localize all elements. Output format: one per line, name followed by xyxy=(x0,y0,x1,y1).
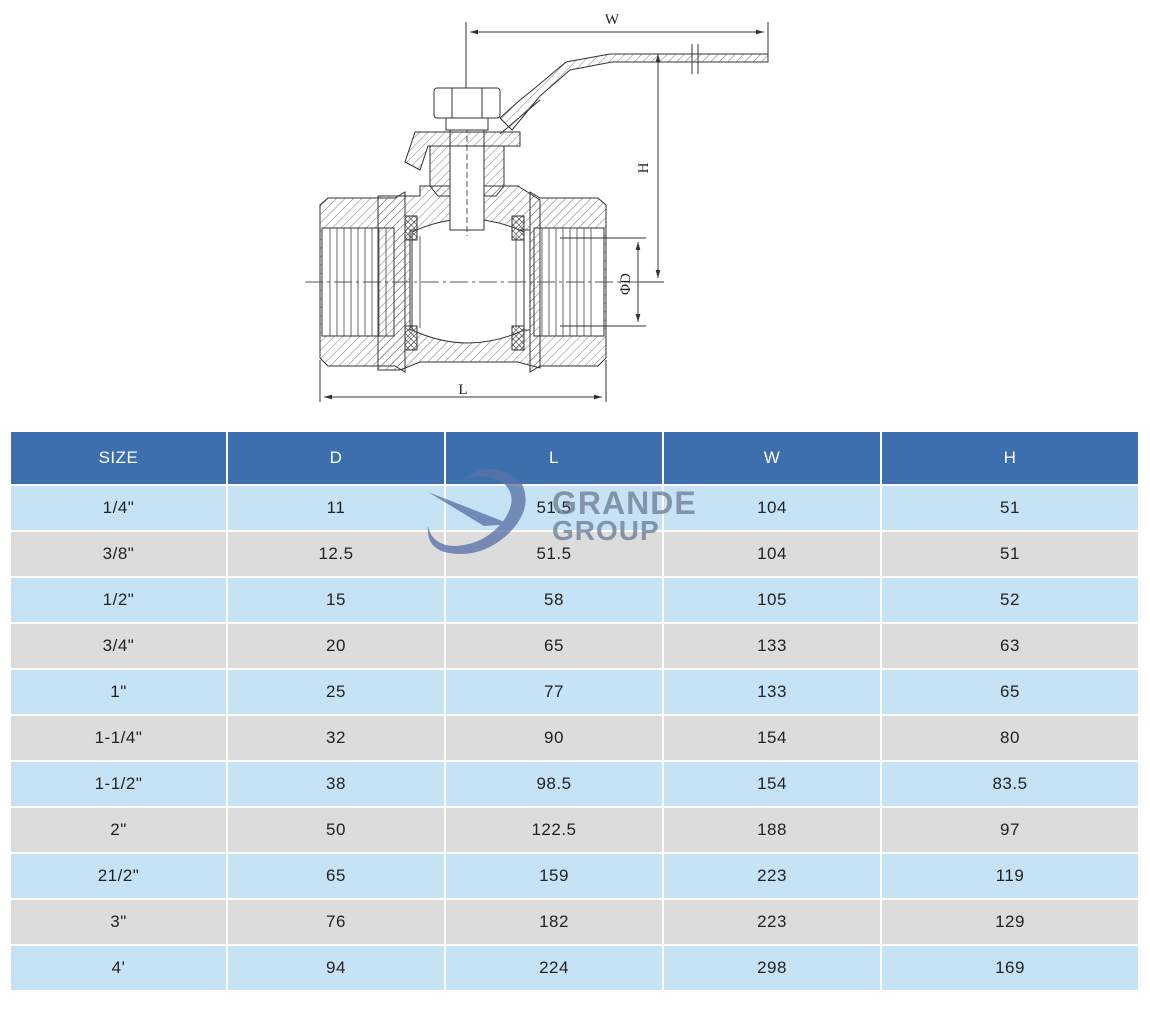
cell-d: 50 xyxy=(228,806,446,852)
cell-h: 83.5 xyxy=(882,760,1138,806)
cell-l: 51.5 xyxy=(446,484,664,530)
stem-nut xyxy=(433,87,501,119)
cell-size: 1" xyxy=(11,668,228,714)
cell-w: 105 xyxy=(664,576,882,622)
cell-l: 159 xyxy=(446,852,664,898)
cell-d: 11 xyxy=(228,484,446,530)
cell-size: 21/2" xyxy=(11,852,228,898)
cell-size: 4' xyxy=(11,944,228,990)
dimension-label-h: H xyxy=(636,162,652,173)
cell-h: 63 xyxy=(882,622,1138,668)
cell-size: 3/8" xyxy=(11,530,228,576)
cell-l: 98.5 xyxy=(446,760,664,806)
cell-w: 104 xyxy=(664,484,882,530)
cell-h: 51 xyxy=(882,484,1138,530)
cell-size: 3/4" xyxy=(11,622,228,668)
cell-size: 1-1/4" xyxy=(11,714,228,760)
cell-h: 52 xyxy=(882,576,1138,622)
dimension-label-d: ΦD xyxy=(618,273,634,295)
table-header-row: SIZE D L W H xyxy=(11,432,1138,484)
dimension-label-w: W xyxy=(605,12,620,28)
cell-d: 94 xyxy=(228,944,446,990)
cell-h: 80 xyxy=(882,714,1138,760)
cell-w: 223 xyxy=(664,898,882,944)
cell-h: 51 xyxy=(882,530,1138,576)
cell-h: 169 xyxy=(882,944,1138,990)
cell-l: 51.5 xyxy=(446,530,664,576)
dimension-label-l: L xyxy=(458,382,467,398)
cell-size: 1/4" xyxy=(11,484,228,530)
column-header-h: H xyxy=(882,432,1138,484)
cell-d: 76 xyxy=(228,898,446,944)
cell-d: 38 xyxy=(228,760,446,806)
cell-w: 133 xyxy=(664,622,882,668)
cell-h: 97 xyxy=(882,806,1138,852)
column-header-size: SIZE xyxy=(11,432,228,484)
cell-size: 2" xyxy=(11,806,228,852)
cell-l: 65 xyxy=(446,622,664,668)
cell-l: 224 xyxy=(446,944,664,990)
handle xyxy=(499,53,769,131)
cell-d: 12.5 xyxy=(228,530,446,576)
column-header-d: D xyxy=(228,432,446,484)
cell-d: 32 xyxy=(228,714,446,760)
cell-w: 298 xyxy=(664,944,882,990)
cell-l: 58 xyxy=(446,576,664,622)
ball xyxy=(411,218,525,344)
cell-d: 20 xyxy=(228,622,446,668)
cell-w: 188 xyxy=(664,806,882,852)
cell-h: 65 xyxy=(882,668,1138,714)
cell-l: 77 xyxy=(446,668,664,714)
cell-l: 90 xyxy=(446,714,664,760)
cell-w: 223 xyxy=(664,852,882,898)
cell-w: 154 xyxy=(664,714,882,760)
cell-d: 15 xyxy=(228,576,446,622)
column-header-w: W xyxy=(664,432,882,484)
cell-l: 182 xyxy=(446,898,664,944)
cell-size: 1-1/2" xyxy=(11,760,228,806)
cell-d: 65 xyxy=(228,852,446,898)
cell-h: 129 xyxy=(882,898,1138,944)
cell-l: 122.5 xyxy=(446,806,664,852)
cell-h: 119 xyxy=(882,852,1138,898)
cell-d: 25 xyxy=(228,668,446,714)
valve-cross-section: W H ΦD L xyxy=(305,12,769,402)
column-header-l: L xyxy=(446,432,664,484)
cell-size: 3" xyxy=(11,898,228,944)
cell-w: 104 xyxy=(664,530,882,576)
valve-drawing: W H ΦD L xyxy=(0,0,1150,420)
cell-w: 133 xyxy=(664,668,882,714)
cell-w: 154 xyxy=(664,760,882,806)
cell-size: 1/2" xyxy=(11,576,228,622)
